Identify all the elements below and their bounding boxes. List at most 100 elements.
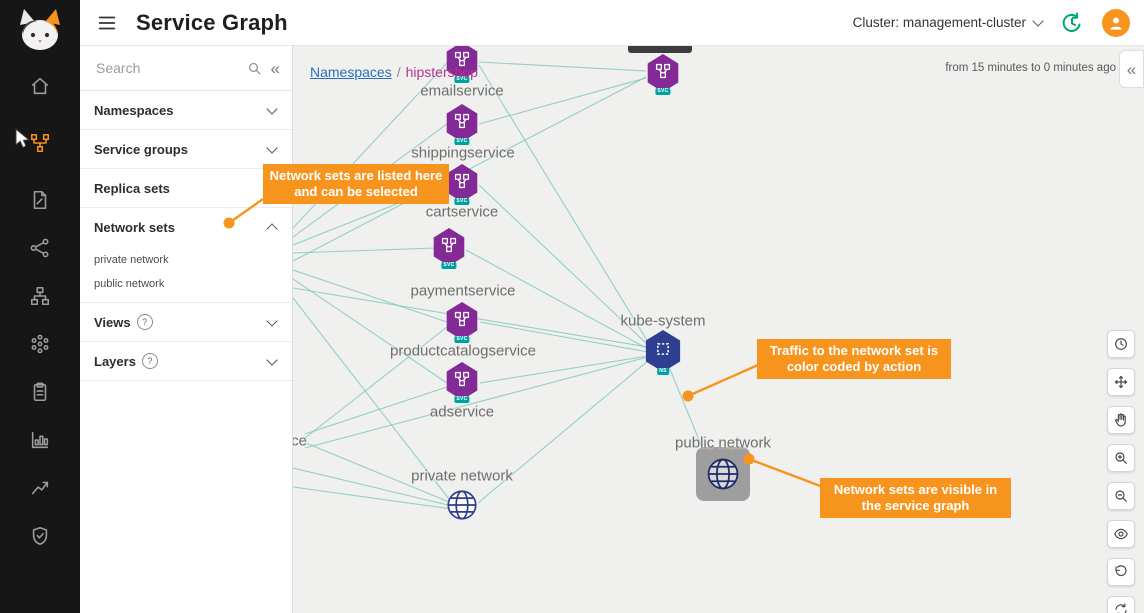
nav-dashboards[interactable]	[0, 416, 80, 464]
node-emailservice[interactable]: SVC	[445, 46, 479, 83]
sidebar-subitems: private network public network	[80, 246, 292, 303]
time-range-button[interactable]	[1107, 330, 1135, 358]
pan-button[interactable]	[1107, 406, 1135, 434]
graph-edges	[293, 61, 708, 510]
sidebar-item-layers[interactable]: Layers?	[80, 342, 292, 381]
selected-network-tile	[696, 447, 750, 501]
node-cartservice[interactable]: SVC	[445, 164, 479, 205]
cluster-selector[interactable]: Cluster: management-cluster	[852, 15, 1044, 30]
nav-service-graph[interactable]	[0, 119, 80, 167]
breadcrumb-current: hipstershop	[405, 64, 478, 80]
annotation-callout-1: Traffic to the network set is color code…	[757, 339, 951, 379]
expand-button[interactable]	[1107, 368, 1135, 396]
annotation-callout-2: Network sets are visible in the service …	[820, 478, 1011, 518]
cluster-selector-label: Cluster: management-cluster	[852, 15, 1026, 30]
node-hipstershop-node[interactable]: SVC	[646, 54, 680, 95]
nav-threat-defense[interactable]	[0, 512, 80, 560]
top-bar-right: Cluster: management-cluster	[852, 8, 1130, 37]
clipped-node-label	[628, 46, 692, 53]
chevrons-left-icon: «	[1126, 59, 1137, 79]
flow-icon	[29, 132, 51, 154]
expand-right-panel-button[interactable]: «	[1119, 50, 1144, 88]
node-type-badge: SVC	[655, 88, 671, 95]
user-avatar[interactable]	[1102, 8, 1130, 37]
breadcrumb-separator: /	[396, 64, 401, 80]
help-icon[interactable]: ?	[136, 314, 153, 330]
sidebar-item-label: Service groups	[94, 141, 188, 157]
nav-hierarchy[interactable]	[0, 272, 80, 320]
nav-network[interactable]	[0, 224, 80, 272]
time-compare-icon[interactable]	[1060, 11, 1084, 35]
nav-trends[interactable]	[0, 464, 80, 512]
node-type-badge: SVC	[454, 396, 470, 403]
clipboard-icon	[29, 381, 51, 403]
node-adservice[interactable]: SVC	[445, 362, 479, 403]
search-icon[interactable]	[246, 60, 263, 77]
breadcrumb: Namespaces/hipstershop	[310, 64, 478, 80]
sidebar-item-replica-sets[interactable]: Replica sets	[80, 169, 292, 208]
chart-icon	[29, 429, 51, 451]
node-label-private-network: private network	[411, 467, 513, 485]
node-kube-system[interactable]: NS	[644, 330, 682, 375]
shield-icon	[29, 525, 51, 547]
zoom-out-button[interactable]	[1107, 482, 1135, 510]
sidebar-item-network-sets[interactable]: Network sets	[80, 208, 292, 246]
share-icon	[29, 237, 51, 259]
nav-home[interactable]	[0, 62, 80, 110]
sidebar-item-label: Layers	[94, 353, 136, 369]
node-label-clipped-service: ce	[293, 432, 307, 450]
node-public-network[interactable]	[696, 447, 750, 501]
org-icon	[29, 285, 51, 307]
top-bar: Service Graph Cluster: management-cluste…	[80, 0, 1144, 46]
policy-icon	[29, 189, 51, 211]
sidebar-subitem-private-network[interactable]: private network	[94, 254, 169, 266]
node-type-badge: SVC	[454, 336, 470, 343]
collapse-sidebar-icon[interactable]: «	[270, 58, 280, 78]
nav-clusters[interactable]	[0, 320, 80, 368]
nav-compliance[interactable]	[0, 368, 80, 416]
globe-icon	[703, 454, 743, 494]
undo-button[interactable]	[1107, 558, 1135, 586]
sidebar-item-namespaces[interactable]: Namespaces	[80, 91, 292, 130]
chevron-down-icon	[266, 141, 278, 154]
node-label-public-network: public network	[675, 434, 771, 452]
node-label-kube-system: kube-system	[620, 312, 706, 330]
home-icon	[29, 75, 51, 97]
hamburger-menu-icon[interactable]	[96, 12, 118, 34]
help-icon[interactable]: ?	[141, 353, 158, 369]
node-private-network[interactable]	[443, 486, 481, 524]
sidebar-item-service-groups[interactable]: Service groups	[80, 130, 292, 169]
node-shippingservice[interactable]: SVC	[445, 104, 479, 145]
search-row: «	[80, 46, 292, 91]
sidebar-item-views[interactable]: Views?	[80, 303, 292, 342]
globe-icon	[443, 486, 481, 524]
sidebar-item-label: Namespaces	[94, 102, 174, 118]
node-type-badge: NS	[657, 368, 669, 375]
chevron-down-icon	[266, 314, 278, 327]
node-label-adservice: adservice	[429, 403, 495, 421]
undo-icon	[1113, 564, 1129, 580]
zoom-in-button[interactable]	[1107, 444, 1135, 472]
node-paymentservice[interactable]: SVC	[432, 228, 466, 269]
service-graph-canvas[interactable]: Namespaces/hipstershop from 15 minutes t…	[293, 46, 1144, 613]
node-label-shippingservice: shippingservice	[411, 144, 515, 162]
node-label-productcatalogservice: productcatalogservice	[390, 342, 536, 360]
graph-toolbar	[1107, 330, 1135, 613]
visibility-button[interactable]	[1107, 520, 1135, 548]
sidebar-subitem-public-network[interactable]: public network	[94, 278, 165, 290]
node-type-badge: SVC	[441, 262, 457, 269]
left-nav-rail	[0, 0, 80, 613]
rail-icons	[0, 62, 80, 560]
trend-icon	[29, 477, 51, 499]
breadcrumb-namespaces-link[interactable]: Namespaces	[310, 64, 392, 80]
nav-policies[interactable]	[0, 176, 80, 224]
search-input[interactable]	[94, 59, 238, 77]
node-label-paymentservice: paymentservice	[410, 282, 516, 300]
annotation-callout-0: Network sets are listed here and can be …	[263, 164, 449, 204]
chevron-up-icon	[266, 223, 278, 235]
node-productcatalogservice[interactable]: SVC	[445, 302, 479, 343]
refresh-button[interactable]	[1107, 596, 1135, 613]
